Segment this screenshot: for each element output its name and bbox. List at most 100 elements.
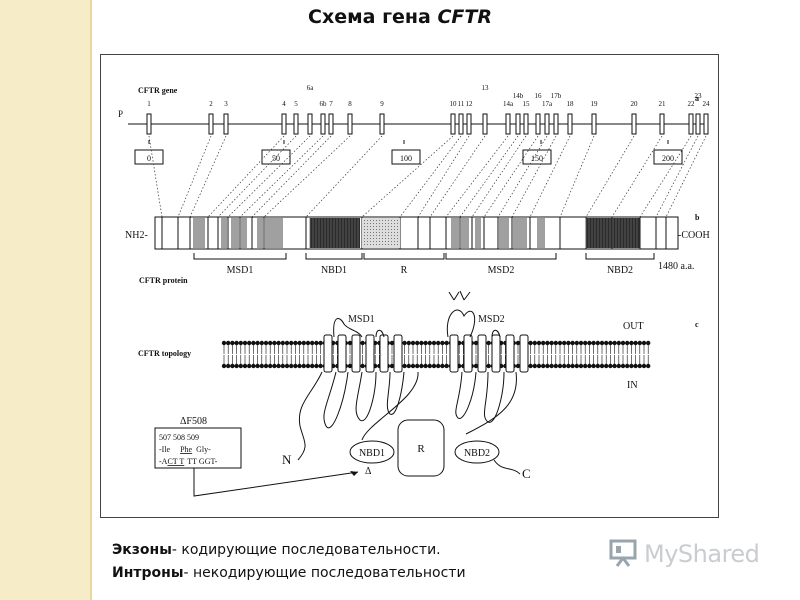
tm-helix: [337, 334, 347, 373]
lipid-head: [389, 340, 395, 346]
exon-label: 1: [147, 100, 151, 108]
exon-box: [567, 113, 573, 135]
exon-box: [208, 113, 214, 135]
lipid-head: [620, 363, 626, 369]
lipid-head: [629, 340, 634, 346]
r-dot: [397, 232, 398, 233]
r-dot: [364, 232, 365, 233]
r-dot: [397, 238, 398, 239]
r-dot: [367, 241, 368, 242]
mapping-line: [361, 135, 454, 218]
out-label: OUT: [623, 321, 644, 332]
scale-label: 50: [272, 154, 280, 163]
tm-helix: [379, 334, 389, 373]
lipid-head: [570, 363, 575, 369]
slide-title: Схема гена CFTR: [308, 6, 492, 28]
lipid-head: [272, 340, 277, 346]
lipid-head: [360, 340, 365, 346]
lipid-membrane: [221, 340, 651, 369]
lipid-head: [402, 363, 407, 369]
mutation-title: ΔF508: [180, 416, 207, 427]
exon-box: [281, 113, 287, 135]
exon-mapping-lines: [148, 135, 707, 218]
tm-helix: [505, 334, 515, 373]
r-dot: [385, 244, 386, 245]
exon-label: 5: [294, 100, 298, 108]
exon-label: 20: [631, 100, 639, 108]
lipid-head: [360, 363, 365, 369]
lipid-head: [305, 363, 311, 369]
mapping-line: [471, 135, 527, 218]
exon-label: 2: [209, 100, 213, 108]
exon-label: 10: [450, 100, 458, 108]
exon-box: [535, 113, 541, 135]
r-dot: [385, 235, 386, 236]
r-dot: [367, 244, 368, 245]
lipid-head: [599, 363, 605, 369]
lipid-head: [230, 363, 235, 369]
domain-label: MSD2: [488, 265, 515, 276]
r-dot: [364, 229, 365, 230]
r-dot: [367, 229, 368, 230]
lipid-head: [255, 340, 260, 346]
r-dot: [370, 229, 371, 230]
r-dot: [370, 241, 371, 242]
gene-title: CFTR gene: [138, 86, 178, 95]
r-dot: [382, 223, 383, 224]
r-dot: [397, 229, 398, 230]
lipid-head: [423, 340, 428, 346]
scale-box: [134, 149, 164, 165]
r-dot: [379, 229, 380, 230]
lipid-head: [545, 363, 550, 369]
lipid-head: [276, 363, 281, 369]
r-dot: [385, 238, 386, 239]
r-dot: [364, 220, 365, 221]
mapping-line: [263, 135, 351, 218]
lipid-head: [293, 363, 298, 369]
r-dot: [367, 232, 368, 233]
lipid-head: [419, 363, 424, 369]
lipid-head: [431, 363, 437, 369]
tm-helix: [351, 334, 361, 373]
r-dot: [367, 235, 368, 236]
panel-b-label: b: [695, 213, 700, 222]
exon-box: [320, 113, 326, 135]
lipid-head: [305, 340, 311, 346]
exon-box: [466, 113, 472, 135]
r-dot: [370, 235, 371, 236]
tm-helix: [463, 334, 473, 373]
r-dot: [367, 226, 368, 227]
lipid-head: [431, 340, 437, 346]
r-dot: [376, 241, 377, 242]
lipid-head: [646, 340, 651, 346]
lipid-head: [583, 363, 588, 369]
r-dot: [364, 235, 365, 236]
exon-box: [505, 113, 511, 135]
r-dot: [391, 244, 392, 245]
r-dot: [376, 220, 377, 221]
lipid-head: [587, 340, 592, 346]
lipid-head: [226, 340, 231, 346]
exon-label: 3: [224, 100, 228, 108]
r-dot: [376, 229, 377, 230]
n-label: N: [282, 452, 292, 467]
exon-label: 22: [688, 100, 696, 108]
lipid-head: [587, 363, 592, 369]
lipid-head: [616, 363, 621, 369]
lipid-head: [486, 363, 491, 369]
lipid-head: [415, 363, 420, 369]
mapping-line: [207, 135, 285, 218]
lipid-head: [242, 363, 248, 369]
r-dot: [382, 241, 383, 242]
lipid-head: [247, 363, 252, 369]
lipid-head: [221, 340, 227, 346]
lipid-head: [284, 340, 290, 346]
tm-helix: [449, 334, 459, 373]
mapping-line: [639, 135, 692, 218]
lipid-head: [574, 340, 579, 346]
r-dot: [388, 238, 389, 239]
tm-helix: [491, 334, 501, 373]
lipid-head: [423, 363, 428, 369]
